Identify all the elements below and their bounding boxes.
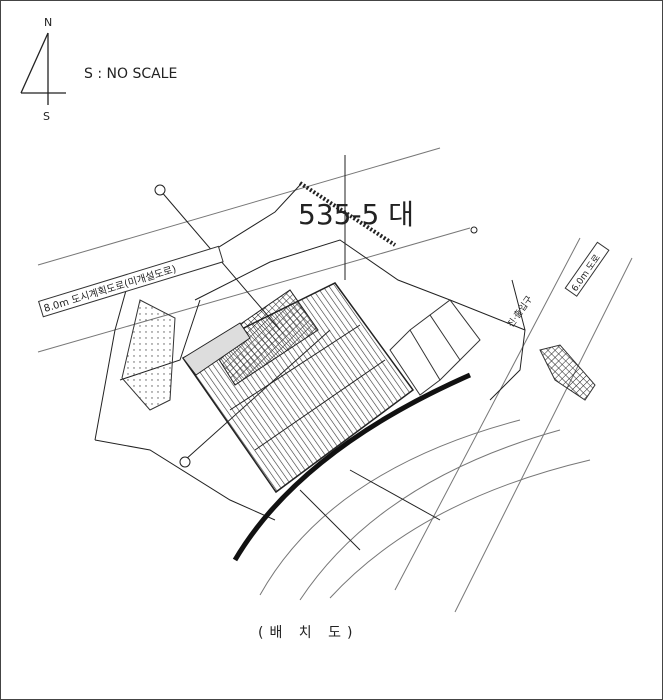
- entrance-label: 진·출입구: [505, 293, 535, 329]
- retaining-wall: [232, 372, 472, 562]
- landscape-area: [121, 299, 176, 411]
- building-footprint: [181, 282, 415, 494]
- north-arrow-icon: [20, 32, 66, 105]
- lot-boundary: [94, 155, 526, 551]
- stone-wall: [539, 344, 596, 401]
- drawing-caption: (배 치 도): [258, 625, 358, 641]
- lot-label: 535-5 대: [298, 198, 414, 231]
- parking-area: [389, 299, 481, 396]
- scale-note: S : NO SCALE: [84, 66, 177, 82]
- boundary-hatched-line: [298, 181, 397, 247]
- road-label-left: 8.0m 도시계획도로(미개설도로): [42, 263, 177, 315]
- north-label: N: [44, 16, 52, 29]
- road-lines: [37, 147, 633, 613]
- grid-marker-icons: [154, 184, 478, 468]
- south-label: S: [43, 110, 50, 123]
